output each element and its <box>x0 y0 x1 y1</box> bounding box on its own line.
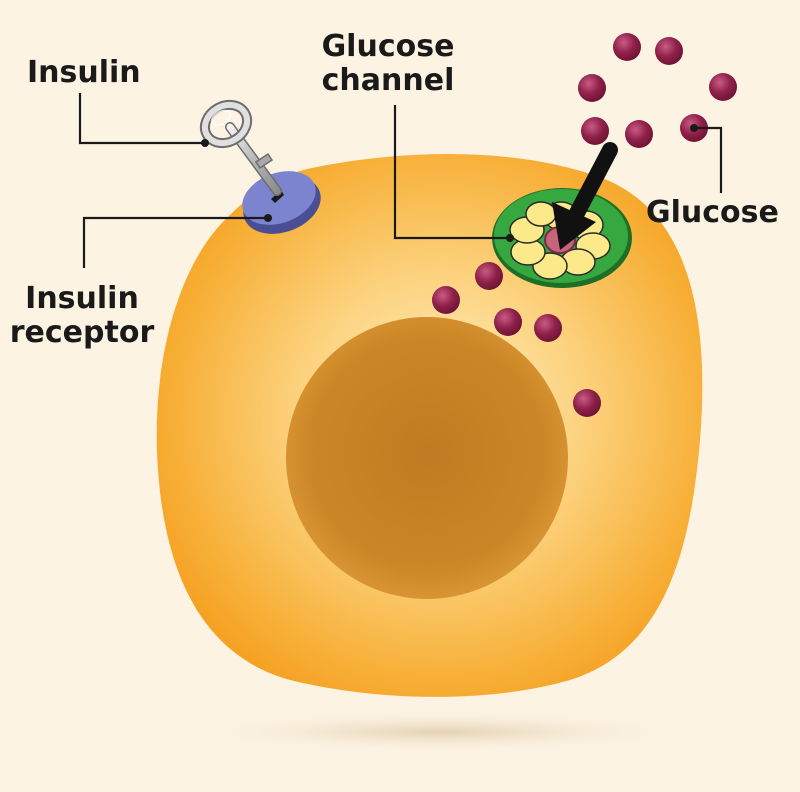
glucose-entry-arrow-icon <box>552 142 618 250</box>
channel-petals <box>509 201 611 280</box>
glucose-molecule <box>432 286 460 314</box>
channel-leader-line <box>393 105 510 240</box>
insulin-leader-line <box>78 93 205 145</box>
glucose-molecule <box>475 262 503 290</box>
glucose-molecule <box>578 74 606 102</box>
label-insulin-receptor-line1: Insulin <box>25 281 139 316</box>
glucose-molecule <box>709 73 737 101</box>
label-glucose-channel-line2: channel <box>321 63 455 98</box>
receptor-leader-line <box>82 216 268 268</box>
insulin-key-icon <box>199 99 282 196</box>
glucose-molecule <box>573 389 601 417</box>
nucleus <box>286 317 568 599</box>
leader-dots <box>201 124 698 242</box>
label-glucose-channel-line1: Glucose <box>321 29 455 64</box>
label-insulin: Insulin <box>27 55 141 90</box>
glucose-molecule <box>613 33 641 61</box>
label-insulin-receptor-line2: receptor <box>9 315 155 350</box>
glucose-leader-line <box>694 126 723 193</box>
label-glucose: Glucose <box>646 195 779 230</box>
glucose-molecule <box>625 120 653 148</box>
leader-lines <box>78 93 723 268</box>
glucose-molecule <box>581 117 609 145</box>
label-glucose-channel: Glucose channel <box>318 30 458 98</box>
label-insulin-receptor: Insulin receptor <box>6 282 158 350</box>
cell-shadow <box>170 710 710 754</box>
glucose-molecule <box>655 37 683 65</box>
insulin-receptor <box>242 171 321 234</box>
glucose-molecules <box>432 33 737 417</box>
glucose-molecule <box>494 308 522 336</box>
glucose-molecule <box>534 314 562 342</box>
